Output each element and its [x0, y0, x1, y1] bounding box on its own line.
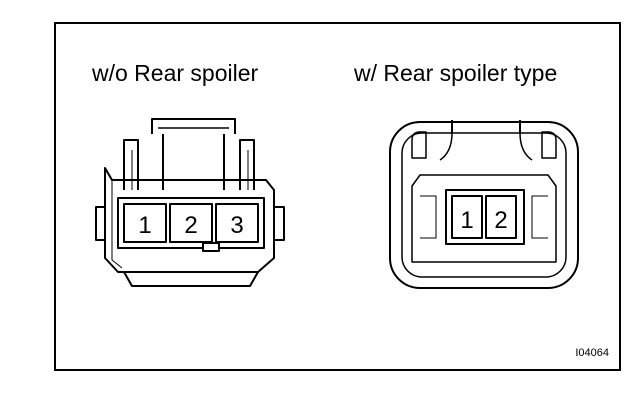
diagram-frame: w/o Rear spoiler w/ Rear spoiler type I0…: [54, 22, 621, 371]
pin-label: 1: [460, 207, 473, 234]
label-with-rear-spoiler: w/ Rear spoiler type: [354, 60, 558, 86]
pin-label: 3: [230, 212, 243, 239]
pin-label: 1: [138, 212, 151, 239]
pin-label: 2: [494, 207, 507, 234]
connector-3-pin: [95, 118, 285, 287]
figure-id: I04064: [575, 347, 609, 359]
label-without-rear-spoiler: w/o Rear spoiler: [92, 60, 259, 86]
connector-2-pin: [389, 120, 579, 289]
pin-label: 2: [184, 212, 197, 239]
